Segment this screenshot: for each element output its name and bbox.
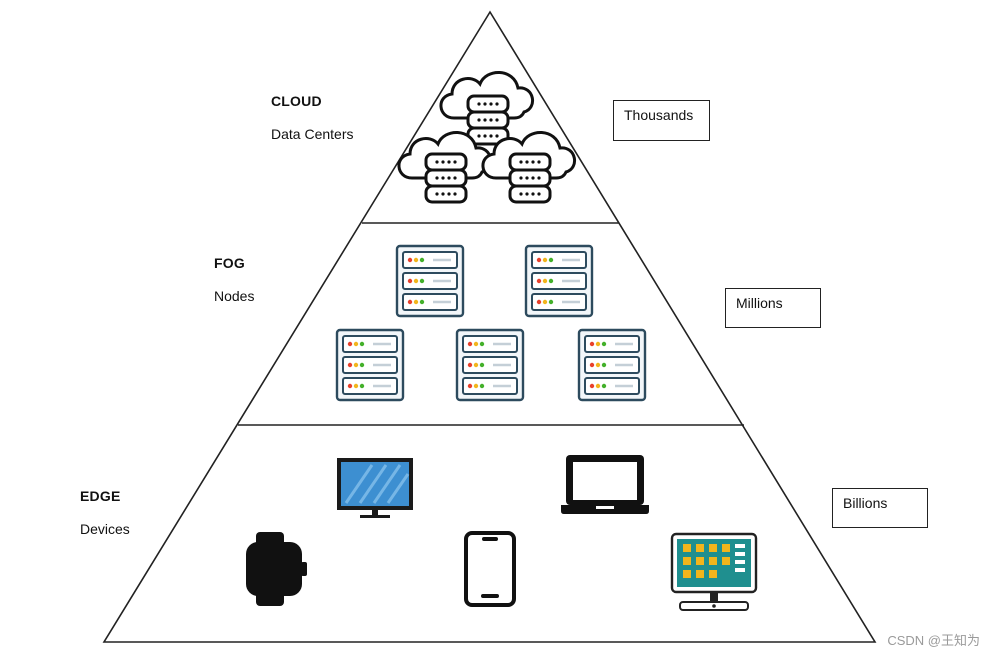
cloud-tier-title: CLOUD <box>271 93 322 109</box>
server-rack-icon <box>455 328 525 402</box>
monitor-icon <box>337 458 413 518</box>
server-rack-icon <box>524 244 594 318</box>
pyramid-outline <box>102 10 877 643</box>
smartwatch-icon <box>246 532 307 606</box>
server-rack-icon <box>577 328 647 402</box>
edge-tier-subtitle: Devices <box>80 521 130 537</box>
server-rack-icon <box>395 244 465 318</box>
watermark: CSDN @王知为 <box>887 633 980 648</box>
fog-tier-subtitle: Nodes <box>214 288 255 304</box>
tablet-icon <box>670 532 758 611</box>
edge-tier-title: EDGE <box>80 488 121 504</box>
server-rack-icon <box>335 328 405 402</box>
cloud-count-box: Thousands <box>613 100 710 141</box>
fog-count-box: Millions <box>725 288 821 328</box>
fog-tier-title: FOG <box>214 255 245 271</box>
smartphone-icon <box>464 531 516 607</box>
laptop-icon <box>561 455 649 514</box>
cloud-tier-subtitle: Data Centers <box>271 126 354 142</box>
edge-count-box: Billions <box>832 488 928 528</box>
cloud-server-icon <box>481 130 577 204</box>
